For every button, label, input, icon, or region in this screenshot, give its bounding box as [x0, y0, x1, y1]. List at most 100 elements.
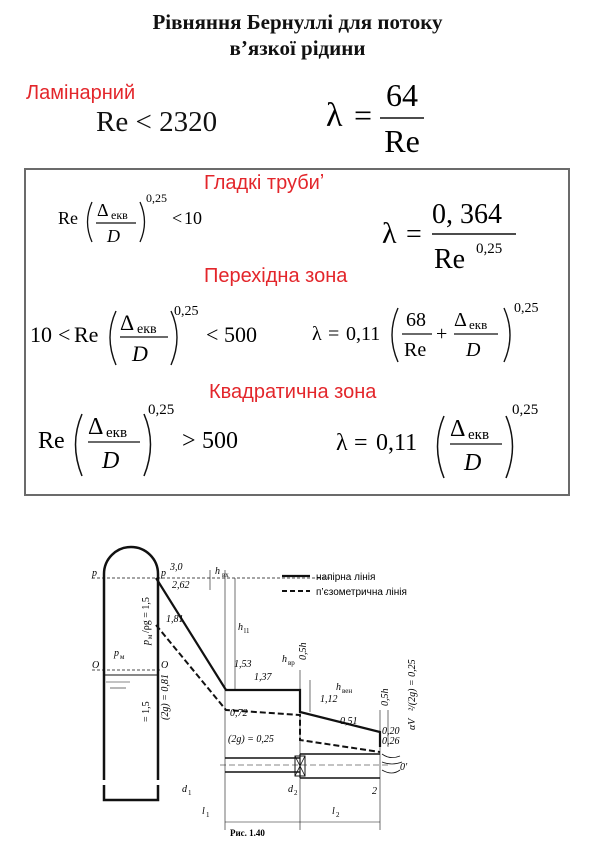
lambda-symbol: λ: [326, 97, 343, 134]
diameter-symbol: D: [465, 339, 481, 361]
d1-label: d: [182, 784, 188, 795]
transition-formula: λ = 0,11 68 Re + Δ екв D 0,25: [312, 301, 539, 363]
d2-label: d: [288, 784, 294, 795]
value-1-37: 1,37: [254, 672, 273, 683]
exponent: 0,25: [146, 191, 167, 205]
coefficient: 0,11: [346, 323, 380, 345]
exponent: 0,25: [514, 301, 539, 316]
hven-subscript: вен: [342, 687, 352, 695]
equals-sign: =: [406, 219, 422, 250]
right-paren: [503, 307, 511, 363]
delta-subscript: екв: [111, 208, 128, 222]
hl1-subscript: l1: [244, 627, 250, 635]
d2-subscript: 2: [294, 789, 298, 797]
value-2-62: 2,62: [172, 580, 190, 591]
frac1-denominator: Re: [404, 339, 426, 361]
delta-subscript: екв: [106, 425, 127, 441]
left-paren: [74, 413, 83, 477]
value-3-0: 3,0: [169, 562, 183, 573]
hvx-subscript: вх: [222, 571, 229, 579]
condition-value: 10: [184, 208, 202, 228]
pressure-tank: [102, 545, 160, 802]
pm-label: p: [113, 648, 119, 659]
value-0-72: 0,72: [230, 708, 248, 719]
l2-label: l: [332, 806, 335, 817]
half-hl2-label: 0,5h: [298, 643, 309, 661]
right-paren: [505, 415, 514, 479]
legend-piezo-label: п’єзометрична лінія: [316, 587, 407, 598]
equals-sign: =: [354, 430, 368, 456]
diameter-symbol: D: [131, 341, 148, 366]
diameter-symbol: D: [106, 226, 120, 246]
laminar-condition: Re < 2320: [96, 106, 217, 139]
pipe: [220, 753, 390, 779]
dimension-lines: [209, 570, 389, 830]
delta-subscript: екв: [469, 317, 487, 332]
re-symbol: Re: [58, 208, 78, 228]
pressure-head-label: p м /ρg = 1,5: [141, 597, 154, 646]
delta-symbol: Δ: [120, 310, 134, 335]
height-label: = 1,5: [141, 701, 152, 722]
left-paren: [391, 307, 399, 363]
hven-label: h: [336, 682, 341, 693]
left-paren: [436, 415, 445, 479]
l1-subscript: 1: [206, 811, 210, 819]
section-2-label: 2: [372, 786, 377, 797]
smooth-condition: Re Δ екв D 0,25 < 10: [58, 191, 202, 246]
velocity-head-2-label: (2g) = 0,25: [228, 734, 274, 745]
alpha-label: αV: [407, 717, 418, 730]
re-symbol: Re: [38, 428, 65, 454]
exponent: 0,25: [476, 241, 502, 257]
pm-subscript: м: [120, 653, 125, 661]
o-label-right: O: [161, 660, 168, 671]
greater-than: >: [182, 428, 196, 454]
hvx-label: h: [215, 566, 220, 577]
exponent: 0,25: [512, 402, 538, 418]
delta-subscript: екв: [137, 322, 157, 337]
less-than: <: [135, 106, 152, 138]
page-title-line2: в’язкої рідини: [229, 36, 366, 60]
delta-symbol: Δ: [450, 416, 465, 442]
formula-numerator: 64: [386, 77, 418, 113]
laminar-formula: λ = 64 Re: [326, 77, 424, 158]
left-paren: [86, 201, 93, 243]
upper-bound: 500: [224, 322, 257, 347]
value-1-81: 1,81: [166, 614, 184, 625]
turbulent-zones-box: [24, 168, 570, 496]
delta-subscript: екв: [468, 427, 489, 443]
diameter-symbol: D: [101, 448, 119, 474]
p-label-left: p: [91, 568, 97, 579]
hvp-label: h: [282, 654, 287, 665]
lambda-symbol: λ: [312, 323, 322, 345]
half-hl2b-label: 0,5h: [380, 689, 391, 707]
delta-symbol: Δ: [88, 414, 103, 440]
l1-label: l: [202, 806, 205, 817]
laminar-label: Ламінарний: [26, 82, 136, 104]
value-1-12: 1,12: [320, 694, 338, 705]
less-than: <: [58, 322, 70, 347]
lower-bound: 10: [30, 322, 52, 347]
plus-sign: +: [436, 323, 447, 345]
delta-symbol: Δ: [454, 309, 467, 331]
right-paren: [143, 413, 152, 477]
equals-sign: =: [354, 97, 372, 133]
right-paren: [139, 201, 146, 243]
right-paren: [170, 310, 178, 366]
formula-denominator: Re: [384, 123, 420, 158]
page-title-line1: Рівняння Бернуллі для потоку: [152, 10, 443, 34]
quadratic-condition: Re Δ екв D 0,25 > 500: [38, 402, 238, 477]
outlet-label: 0′: [400, 762, 408, 773]
lambda-symbol: λ: [382, 217, 397, 250]
condition-value: 500: [202, 428, 238, 454]
value-0-20: 0,20: [382, 726, 400, 737]
hvp-subscript: вр: [288, 659, 295, 667]
formula-denominator: Re: [434, 244, 465, 275]
figure-caption: Рис. 1.40: [230, 828, 265, 838]
frac1-numerator: 68: [406, 309, 426, 331]
svg-text:м: м: [146, 634, 154, 639]
jet-lines: [381, 753, 403, 774]
legend-pressure-label: напірна лінія: [316, 572, 375, 583]
formula-numerator: 0, 364: [432, 199, 502, 230]
smooth-pipes-label: Гладкі трубиʼ: [204, 172, 325, 194]
re-symbol: Re: [96, 106, 129, 138]
